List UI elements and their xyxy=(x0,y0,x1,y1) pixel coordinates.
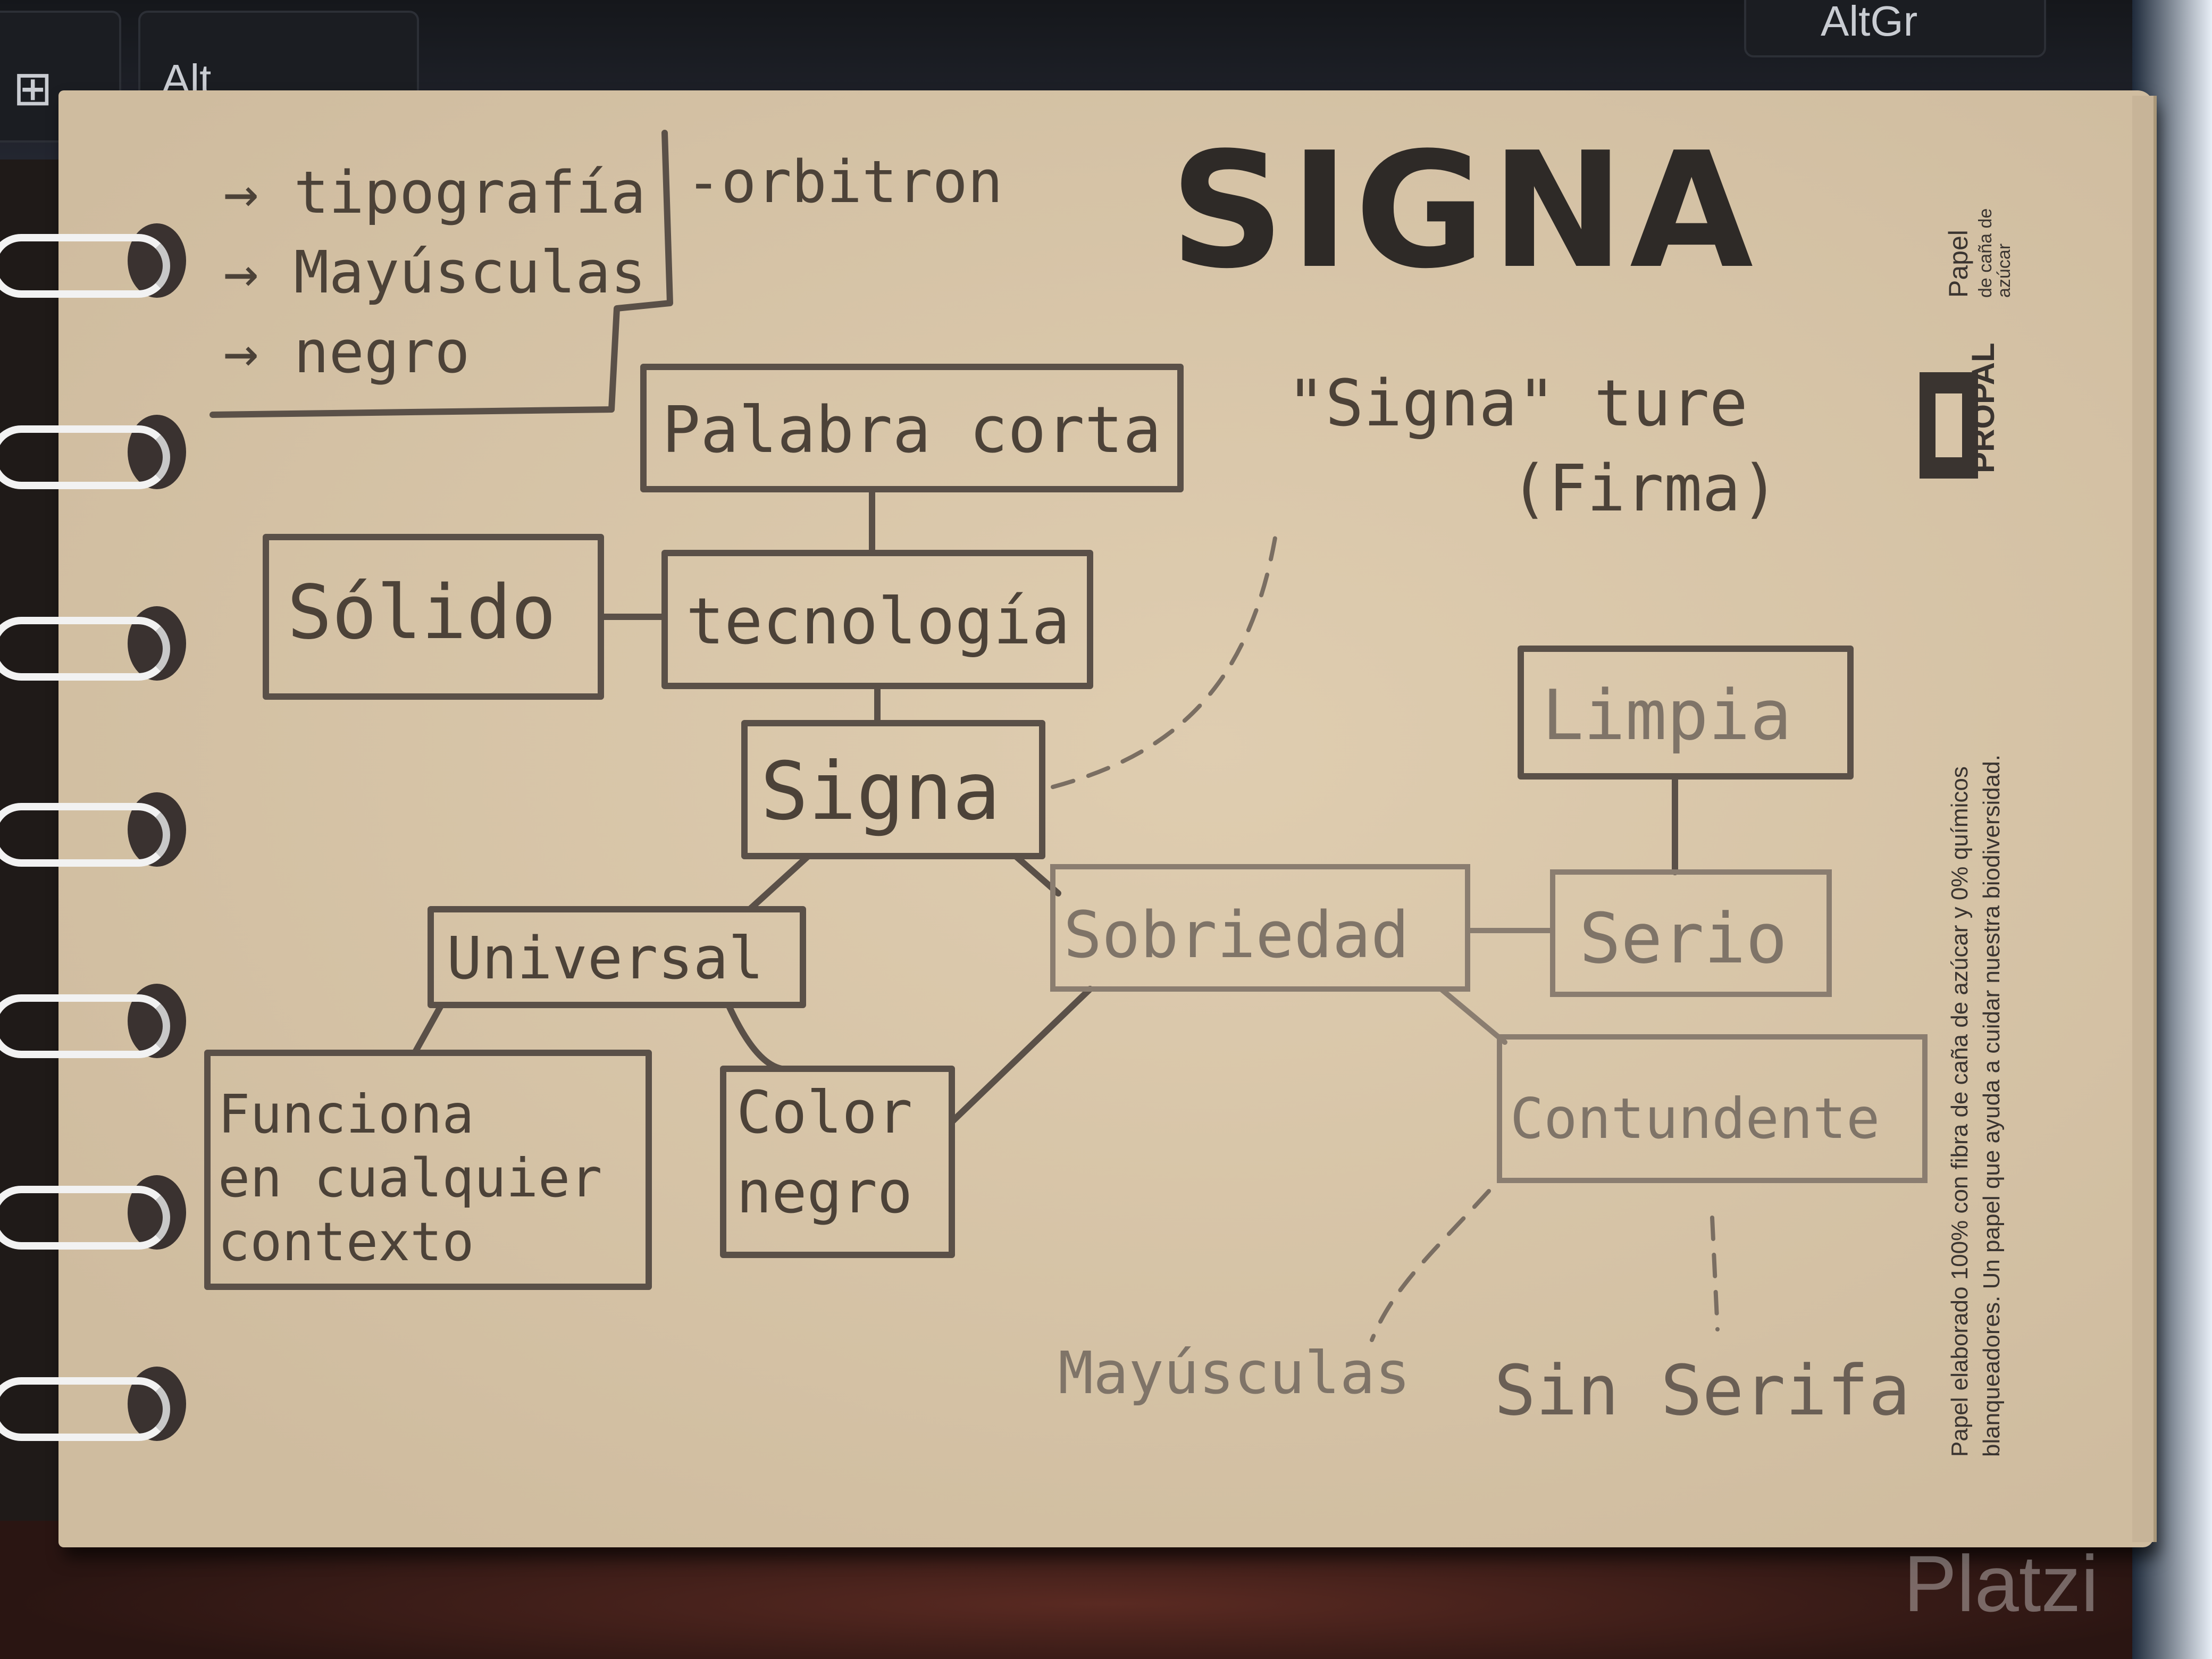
connector xyxy=(747,853,811,912)
spiral-ring xyxy=(0,1186,170,1250)
cane-logo-line2: de caña de xyxy=(1975,208,1996,298)
spiral-ring xyxy=(0,1377,170,1441)
notes-bracket xyxy=(210,130,673,418)
box-signa xyxy=(741,720,1045,859)
label-sin-serifa: Sin Serifa xyxy=(1494,1350,1911,1431)
cane-logo: Papel de caña de azúcar xyxy=(1943,208,2014,298)
notebook-page xyxy=(58,90,2154,1547)
dashed-link-signature xyxy=(1051,530,1278,789)
node-funciona-line1: Funciona xyxy=(218,1083,474,1145)
pun-firma: (Firma) xyxy=(1510,452,1779,526)
box-color-negro xyxy=(720,1066,955,1258)
page-edge xyxy=(2132,96,2157,1542)
paper-footer: Papel elaborado 100% con fibra de caña d… xyxy=(1947,755,2005,1457)
node-funciona-line2: en cualquier xyxy=(218,1147,602,1209)
platzi-watermark: Platzi xyxy=(1904,1539,2099,1628)
node-tecnologia: tecnología xyxy=(686,585,1070,659)
pun-signature: "Signa" ture xyxy=(1287,367,1748,441)
connector xyxy=(1438,986,1507,1045)
cane-logo-line1: Papel xyxy=(1943,230,1973,298)
box-palabra-corta xyxy=(640,364,1184,492)
node-contundente: Contundente xyxy=(1510,1086,1880,1151)
node-universal: Universal xyxy=(447,924,764,992)
connector xyxy=(725,1002,785,1072)
note-negro: → negro xyxy=(223,318,470,386)
box-funciona xyxy=(204,1050,652,1290)
node-sobriedad: Sobriedad xyxy=(1063,899,1409,973)
paper-footer-line1: Papel elaborado 100% con fibra de caña d… xyxy=(1947,766,1973,1457)
box-limpia xyxy=(1518,646,1854,780)
node-limpia: Limpia xyxy=(1542,675,1792,756)
node-palabra-corta: Palabra corta xyxy=(662,393,1161,467)
label-mayusculas: Mayúsculas xyxy=(1058,1339,1410,1407)
diagram-title: SIGNA xyxy=(1170,118,1758,304)
node-signa: Signa xyxy=(760,745,1001,838)
connector xyxy=(412,1002,445,1056)
dashed-link-sin-serifa xyxy=(1710,1216,1720,1331)
box-contundente xyxy=(1497,1034,1928,1183)
paper-footer-line2: blanqueadores. Un papel que ayuda a cuid… xyxy=(1979,755,2005,1457)
box-universal xyxy=(428,906,806,1008)
note-orbitron: -orbitron xyxy=(686,148,1003,216)
node-serio: Serio xyxy=(1579,898,1787,979)
node-funciona-line3: contexto xyxy=(218,1211,474,1273)
note-tipografia: → tipografía xyxy=(223,158,646,227)
note-mayusculas: → Mayúsculas xyxy=(223,238,646,306)
dashed-link-mayusculas xyxy=(1370,1189,1491,1342)
altgr-key-label: AltGr xyxy=(1821,0,1918,45)
altgr-key: AltGr xyxy=(1744,0,2046,57)
node-negro: negro xyxy=(736,1158,912,1226)
connector xyxy=(949,986,1093,1125)
cane-logo-line3: azúcar xyxy=(1994,244,2014,298)
node-color: Color xyxy=(736,1078,912,1146)
windows-logo-icon: ⊞ xyxy=(13,62,53,115)
propal-brand: PROPAL xyxy=(1920,342,2001,479)
node-solido: Sólido xyxy=(287,569,556,656)
propal-brand-name: PROPAL xyxy=(1965,342,2001,473)
